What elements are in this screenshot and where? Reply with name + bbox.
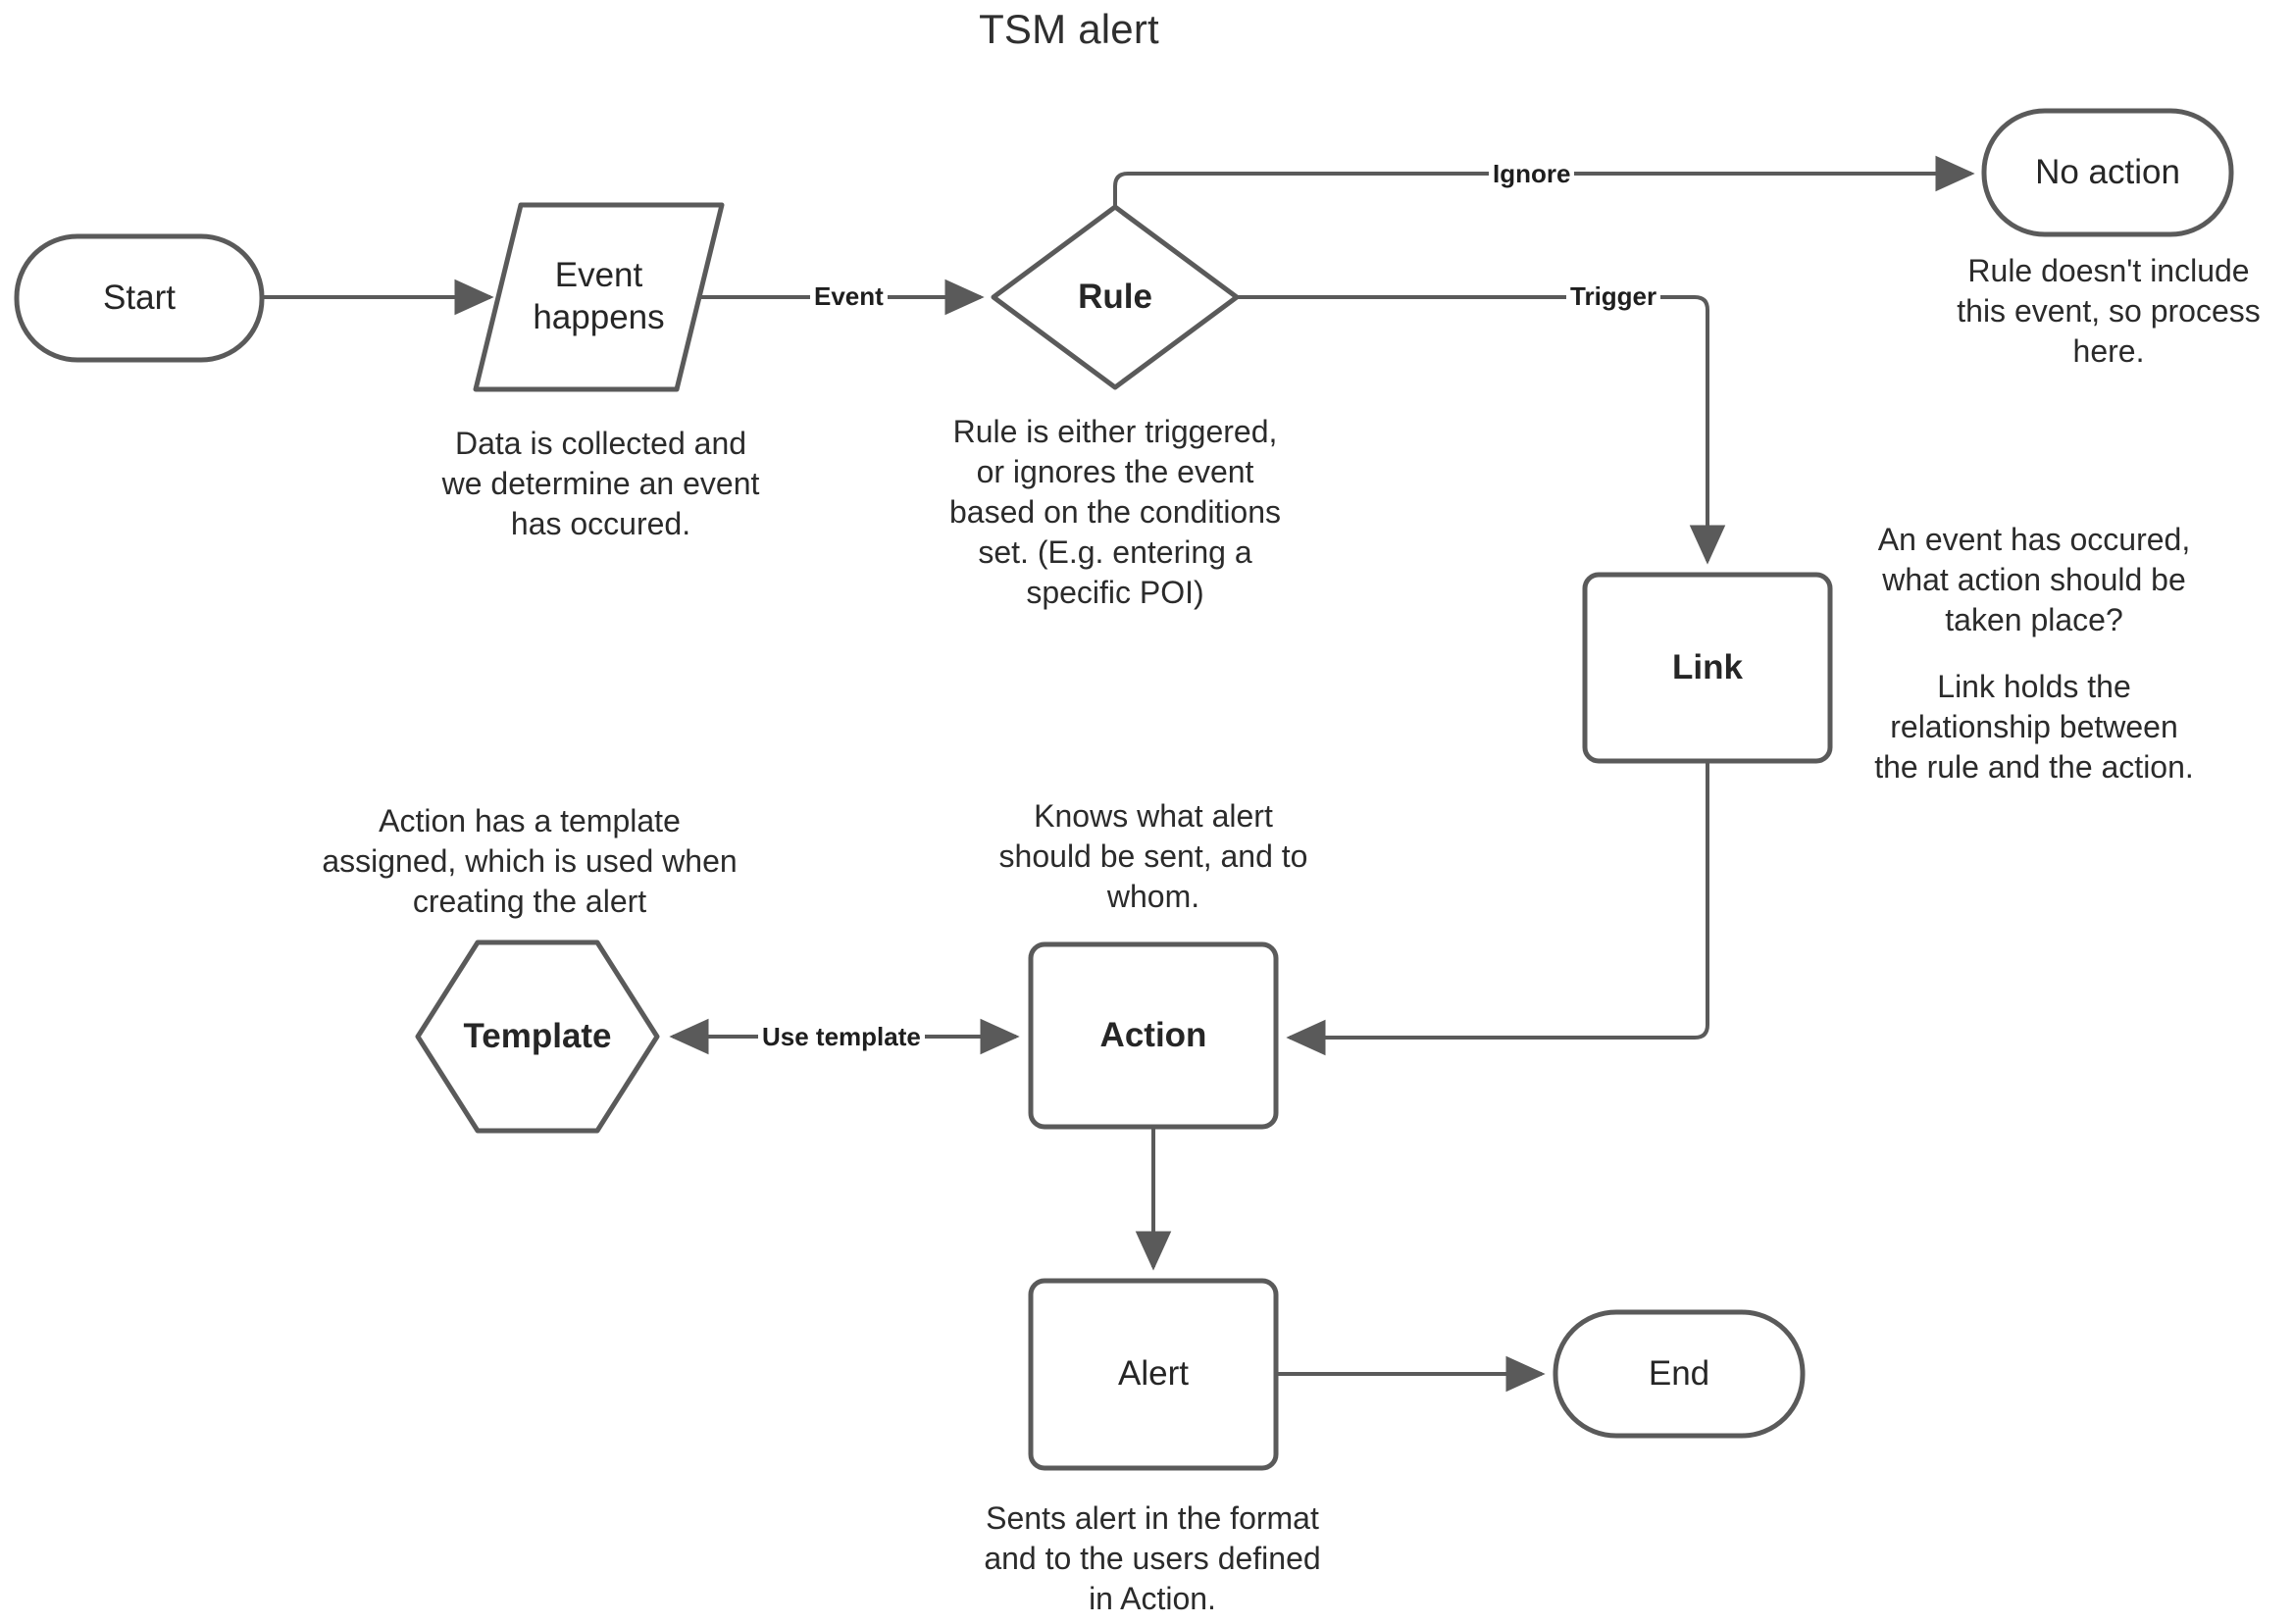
caption-rule: Rule is either triggered, or ignores the…	[948, 414, 1282, 610]
node-start[interactable]	[17, 236, 262, 360]
node-end[interactable]	[1555, 1312, 1803, 1436]
node-template[interactable]	[418, 942, 657, 1131]
edge-label-trigger: Trigger	[1566, 282, 1661, 311]
caption-template: Action has a template assigned, which is…	[322, 803, 738, 919]
caption-link-secondary: Link holds the relationship between the …	[1874, 669, 2194, 785]
node-alert-shape[interactable]	[1028, 1278, 1279, 1471]
node-template-shape[interactable]	[415, 939, 660, 1134]
caption-alert: Sents alert in the format and to the use…	[984, 1500, 1321, 1616]
edge-label-use-template: Use template	[758, 1023, 925, 1051]
node-action-shape[interactable]	[1028, 941, 1279, 1130]
edge-label-ignore: Ignore	[1489, 160, 1575, 188]
caption-no-action: Rule doesn't include this event, so proc…	[1957, 253, 2261, 369]
edge-link-to-action	[1286, 762, 1709, 1056]
node-start-shape[interactable]	[14, 233, 265, 363]
node-link[interactable]	[1585, 575, 1830, 761]
caption-link: An event has occured, what action should…	[1877, 522, 2191, 637]
node-action[interactable]	[1031, 944, 1276, 1127]
node-alert[interactable]	[1031, 1281, 1276, 1468]
caption-action: Knows what alert should be sent, and to …	[998, 798, 1308, 914]
edge-rule-to-link	[1237, 295, 1726, 565]
node-end-shape[interactable]	[1553, 1309, 1806, 1439]
node-event-happens[interactable]	[476, 205, 722, 389]
node-no-action-shape[interactable]	[1981, 108, 2234, 237]
node-rule[interactable]	[994, 207, 1237, 387]
page-title: TSM alert	[979, 6, 1159, 52]
node-no-action[interactable]	[1984, 111, 2231, 234]
node-event-happens-shape[interactable]	[473, 202, 725, 392]
edge-label-event: Event	[810, 282, 888, 311]
caption-event-happens: Data is collected and we determine an ev…	[441, 426, 760, 541]
edge-rule-to-no-action	[1113, 155, 1975, 207]
node-link-shape[interactable]	[1582, 572, 1833, 764]
node-rule-shape[interactable]	[991, 204, 1240, 390]
